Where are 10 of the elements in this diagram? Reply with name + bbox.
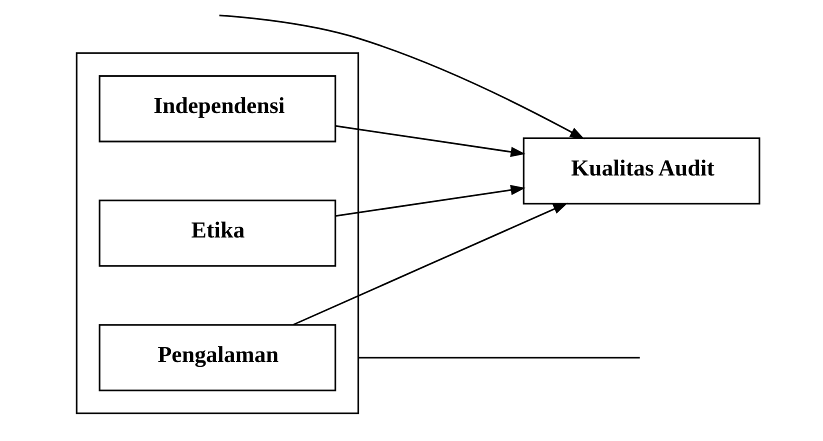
node-box: Independensi <box>98 75 336 142</box>
arrow <box>219 14 585 140</box>
arrow <box>293 202 568 326</box>
cluster <box>76 52 360 414</box>
node-box: Etika <box>98 200 336 267</box>
connector <box>358 356 640 358</box>
arrow <box>336 184 526 217</box>
arrow <box>336 125 526 157</box>
node-box: Kualitas Audit <box>522 137 760 205</box>
node-box: Pengalaman <box>98 324 336 392</box>
